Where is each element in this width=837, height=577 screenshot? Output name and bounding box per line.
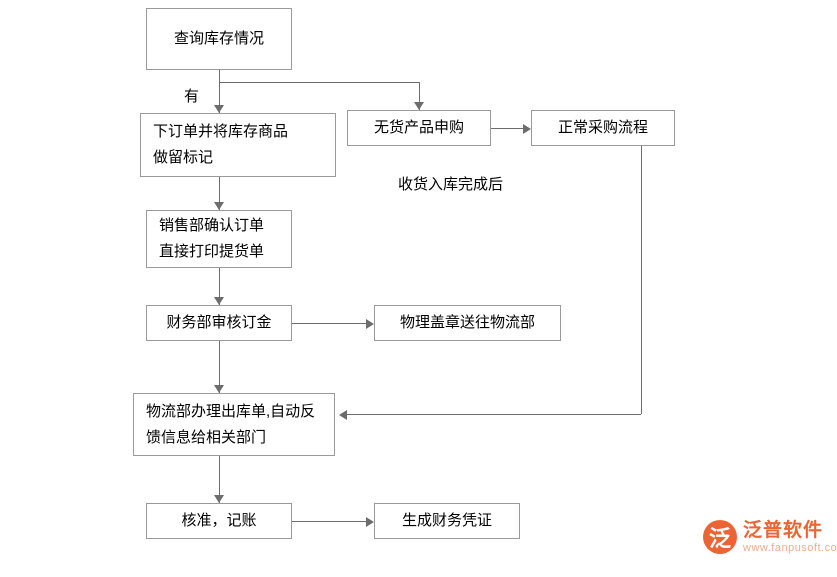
edge-query-branch-down [419,82,420,110]
watermark: 泛 泛普软件 www.fanpusoft.com [703,520,837,555]
node-query-stock[interactable]: 查询库存情况 [146,8,292,70]
node-sales-confirm-order[interactable]: 销售部确认订单 直接打印提货单 [146,210,292,268]
arrowhead-sales-to-finance [214,297,224,305]
node-finance-check-deposit[interactable]: 财务部审核订金 [146,305,292,341]
arrowhead-finance-to-logistics [214,385,224,393]
arrowhead-query-to-order [214,105,224,113]
watermark-text: 泛普软件 www.fanpusoft.com [743,520,837,554]
arrowhead-approve-to-voucher [366,517,374,527]
label-after-receiving: 收货入库完成后 [398,176,504,193]
arrowhead-order-to-sales [214,202,224,210]
node-stamp-to-logistics[interactable]: 物理盖章送往物流部 [374,305,561,341]
node-normal-purchase-flow[interactable]: 正常采购流程 [531,110,675,146]
edge-normal-purchase-down [641,146,642,414]
node-generate-voucher[interactable]: 生成财务凭证 [374,503,520,539]
edge-query-branch-right [219,82,419,83]
edge-finance-to-stamp [292,323,366,324]
arrowhead-normal-to-logistics [339,410,347,420]
brand-url: www.fanpusoft.com [743,541,837,554]
label-has-stock: 有 [184,88,200,105]
edge-no-stock-to-normal [491,128,523,129]
edge-normal-purchase-to-logistics [347,414,641,415]
node-logistics-outbound[interactable]: 物流部办理出库单,自动反 馈信息给相关部门 [133,393,335,456]
node-approve-bookkeeping[interactable]: 核准，记账 [146,503,292,539]
edge-approve-to-voucher [292,521,366,522]
brand-name: 泛普软件 [743,520,824,541]
arrowhead-query-to-no-stock [414,102,424,110]
brand-logo-icon: 泛 [703,520,737,555]
edge-order-to-sales [219,177,220,210]
edge-sales-to-finance [219,268,220,305]
arrowhead-logistics-to-approve [214,495,224,503]
edge-query-to-order [219,70,220,113]
arrowhead-no-stock-to-normal [523,124,531,134]
edge-logistics-to-approve [219,456,220,503]
node-place-order-mark[interactable]: 下订单并将库存商品 做留标记 [140,113,336,177]
node-no-stock-purchase[interactable]: 无货产品申购 [347,110,491,146]
arrowhead-finance-to-stamp [366,319,374,329]
edge-finance-to-logistics [219,341,220,393]
